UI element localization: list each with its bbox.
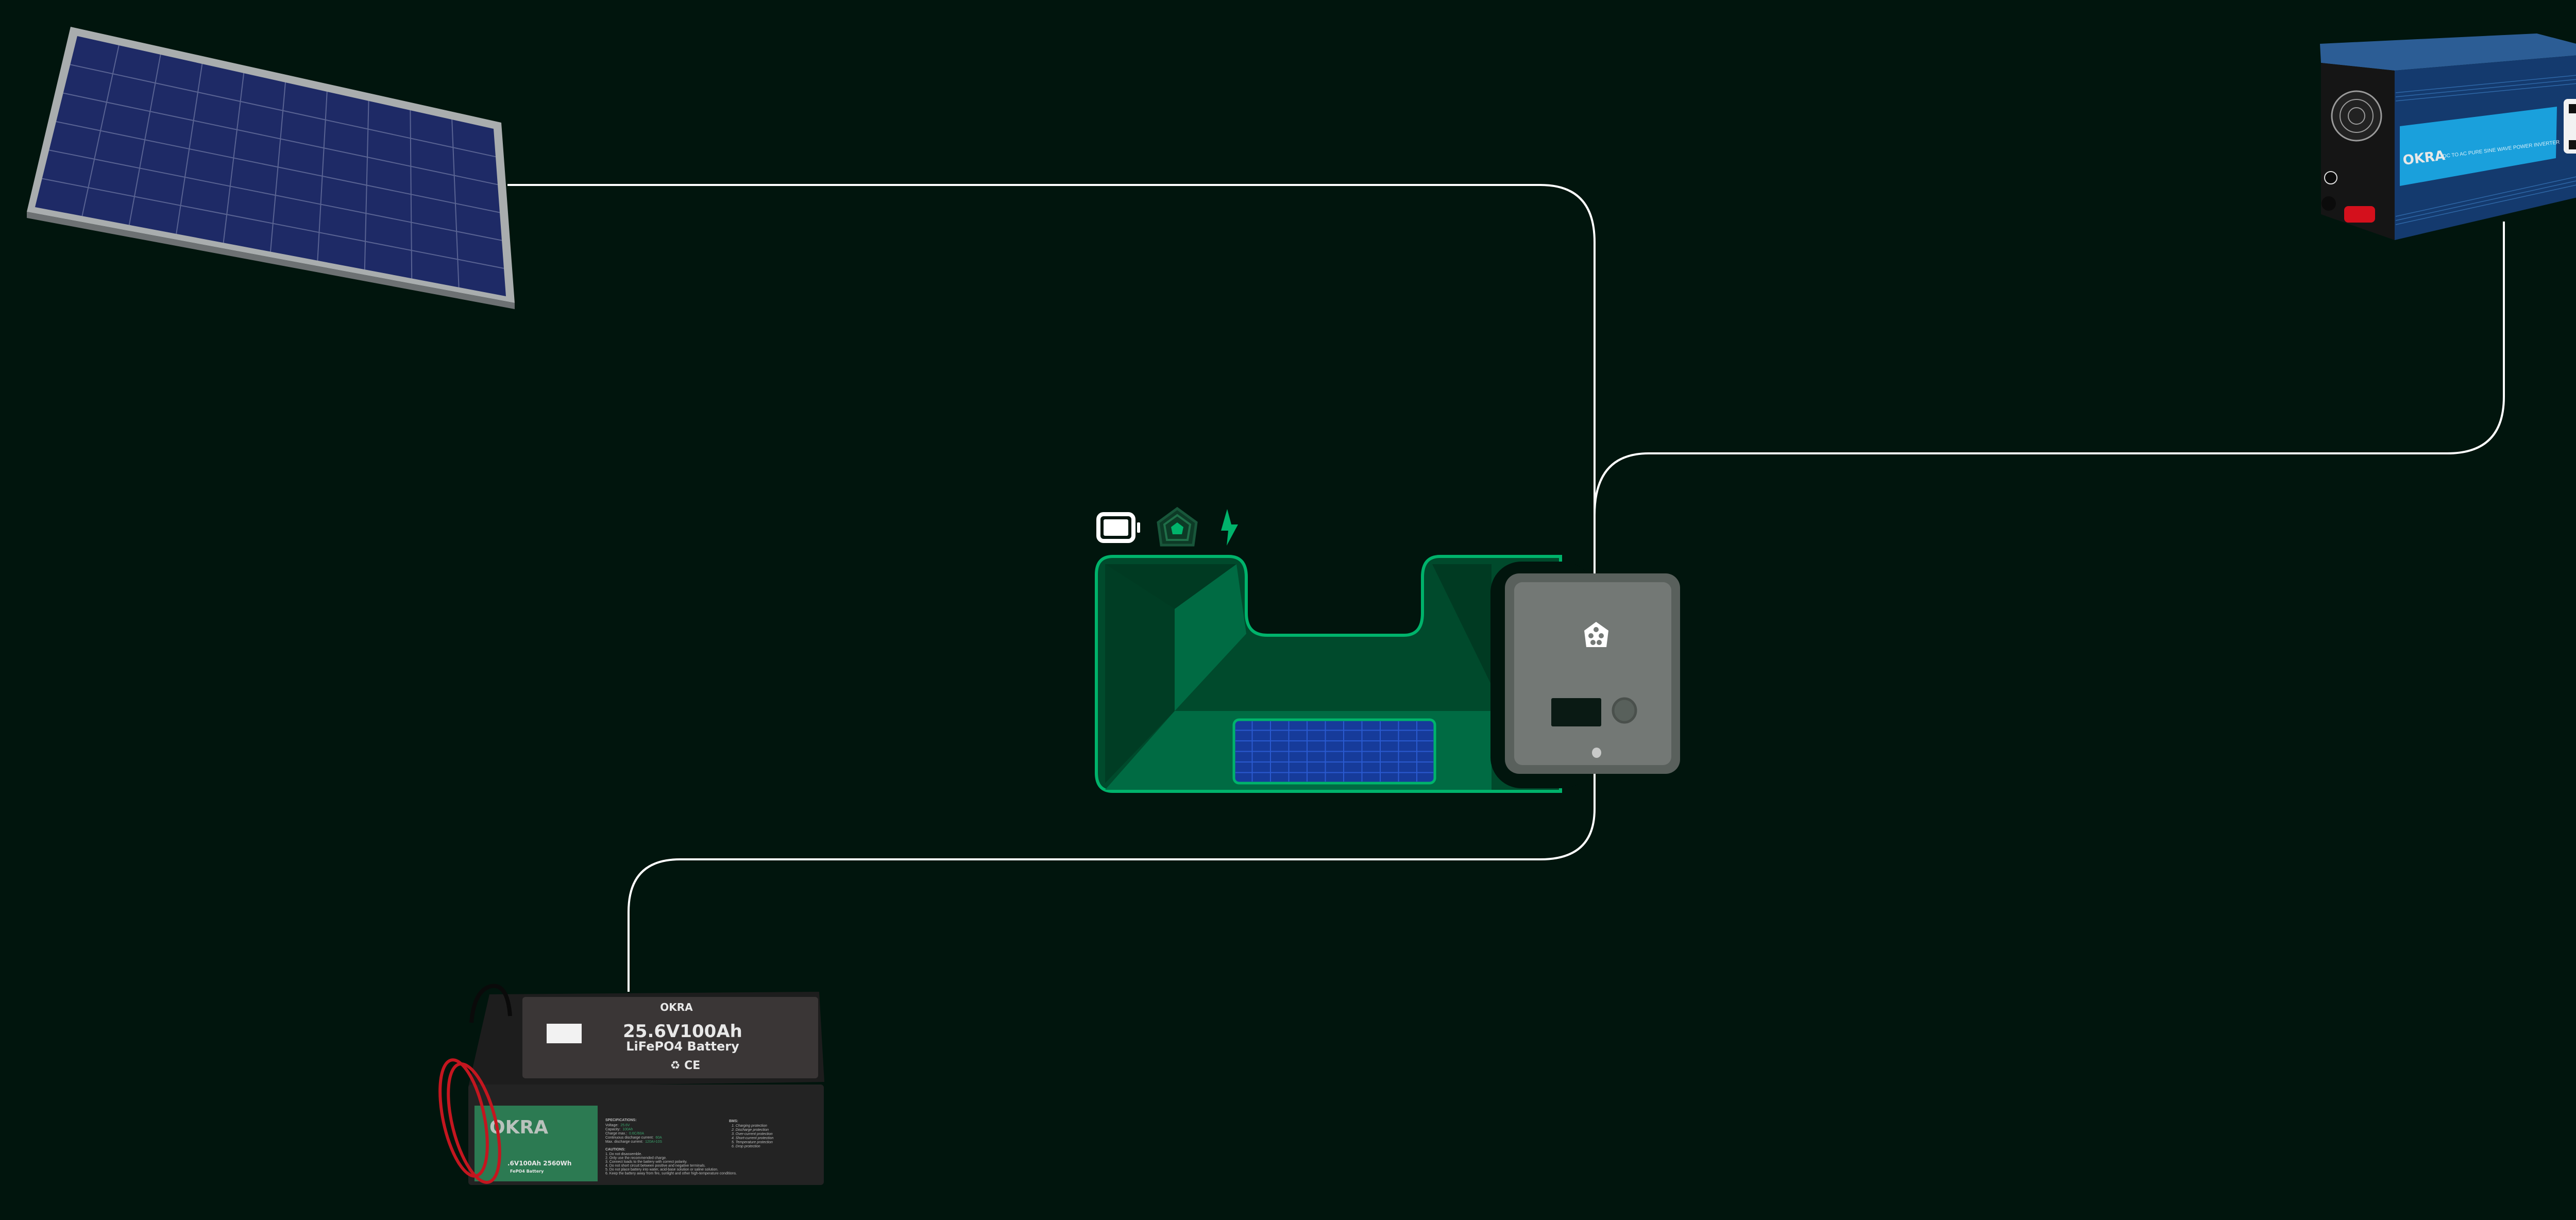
spec-row: Continuous discharge current:60A: [605, 1136, 662, 1140]
spec-label: Charge max.:: [605, 1132, 627, 1136]
battery-qr-code: [547, 1024, 582, 1043]
spec-label: Capacity:: [605, 1128, 620, 1131]
spec-row: Capacity:100Ah: [605, 1128, 633, 1131]
caution-item: 1. Do not disassemble.: [605, 1153, 642, 1156]
wire-solar-to-hub: [507, 184, 1596, 573]
bms-title: BMS:: [729, 1120, 738, 1123]
battery-brand: OKRA: [660, 1001, 693, 1013]
specs-title: SPECIFICATIONS:: [605, 1119, 637, 1122]
caution-item: 4. Do not short circuit between positive…: [605, 1164, 706, 1168]
wire-hub-to-battery: [628, 774, 1596, 992]
hub-solar-window: [1232, 718, 1436, 785]
battery-icon: [1096, 512, 1140, 543]
battery-cert-marks: ♻ CE: [670, 1059, 701, 1072]
battery-rating: 25.6V100Ah: [623, 1021, 742, 1042]
bms-item: 2. Discharge protection: [731, 1128, 769, 1132]
hub-status-led: [1592, 748, 1601, 758]
spec-value: 120A>10S: [645, 1140, 662, 1144]
bms-item: 6. Drop protection: [732, 1145, 760, 1148]
wire-inverter-to-hub: [1594, 222, 2505, 573]
bms-item: 4. Short-current protection: [732, 1137, 773, 1140]
spec-value: 60A: [655, 1136, 662, 1140]
charge-controller-hub: [1095, 506, 1680, 793]
fan-grille-icon: [2331, 90, 2382, 142]
spec-value: 100Ah: [622, 1128, 633, 1131]
battery-side-chemistry: FePO4 Battery: [510, 1169, 544, 1174]
battery-chemistry: LiFePO4 Battery: [626, 1039, 739, 1054]
cautions-title: CAUTIONS:: [605, 1148, 625, 1151]
inverter: OKRA DC TO AC PURE SINE WAVE POWER INVER…: [2320, 33, 2576, 240]
battery: OKRA 25.6V100Ah LiFePO4 Battery ♻ CE OKR…: [438, 984, 824, 1185]
battery-side-rating: .6V100Ah 2560Wh: [507, 1160, 571, 1167]
caution-item: 2. Only use the recommended charge.: [605, 1157, 667, 1160]
hub-display-screen: [1551, 698, 1601, 726]
okra-pentagon-status-icon: [1157, 506, 1198, 547]
spec-label: Continuous discharge current:: [605, 1136, 653, 1140]
positive-terminal: [2344, 206, 2375, 223]
solar-panel: [27, 27, 515, 309]
lightning-bolt-icon: [1221, 509, 1238, 546]
bms-item: 3. Over-current protection: [732, 1132, 773, 1136]
bms-item: 1. Charging protection: [732, 1124, 767, 1128]
caution-item: 3. Connect loads to the battery with cor…: [605, 1160, 687, 1164]
hub-power-button[interactable]: [1612, 697, 1637, 724]
bms-item: 5. Temperature protection: [732, 1141, 773, 1144]
spec-row: Charge max.:0.6C/60A: [605, 1132, 645, 1136]
spec-label: Voltage:: [605, 1124, 618, 1127]
caution-item: 5. Do not place battery into water, acid…: [605, 1168, 718, 1172]
okra-logo-icon: [1584, 622, 1608, 647]
spec-value: 0.6C/60A: [629, 1132, 645, 1136]
spec-value: 25.6V: [620, 1124, 630, 1127]
spec-row: Voltage:25.6V: [605, 1124, 630, 1127]
spec-label: Max. discharge current:: [605, 1140, 643, 1144]
caution-item: 6. Keep the battery away from fire, sunl…: [605, 1172, 737, 1176]
spec-row: Max. discharge current:120A>10S: [605, 1140, 662, 1144]
